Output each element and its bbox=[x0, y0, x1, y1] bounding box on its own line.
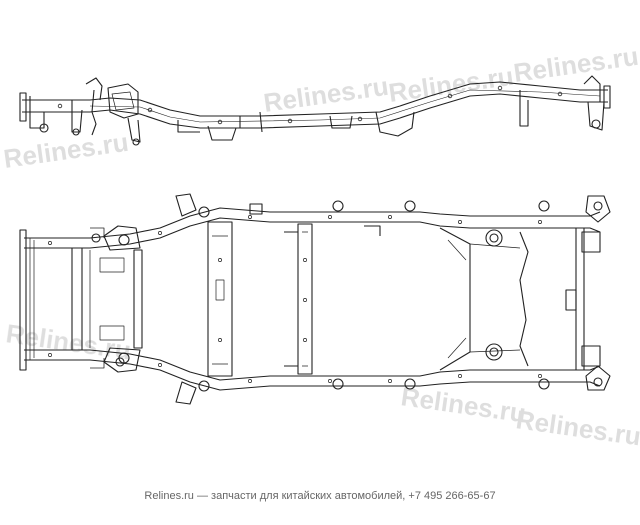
frame-top-view bbox=[19, 193, 611, 405]
watermark-layer: Relines.ru Relines.ru Relines.ru Relines… bbox=[2, 41, 640, 452]
watermark: Relines.ru bbox=[262, 71, 391, 118]
frame-side-view bbox=[19, 75, 611, 146]
watermark: Relines.ru bbox=[4, 318, 133, 365]
footer-caption: Relines.ru — запчасти для китайских авто… bbox=[144, 490, 495, 502]
watermark: Relines.ru bbox=[514, 404, 640, 451]
watermark: Relines.ru bbox=[2, 127, 131, 174]
watermark: Relines.ru bbox=[387, 61, 516, 108]
watermark: Relines.ru bbox=[399, 381, 528, 428]
watermark: Relines.ru bbox=[512, 41, 640, 88]
